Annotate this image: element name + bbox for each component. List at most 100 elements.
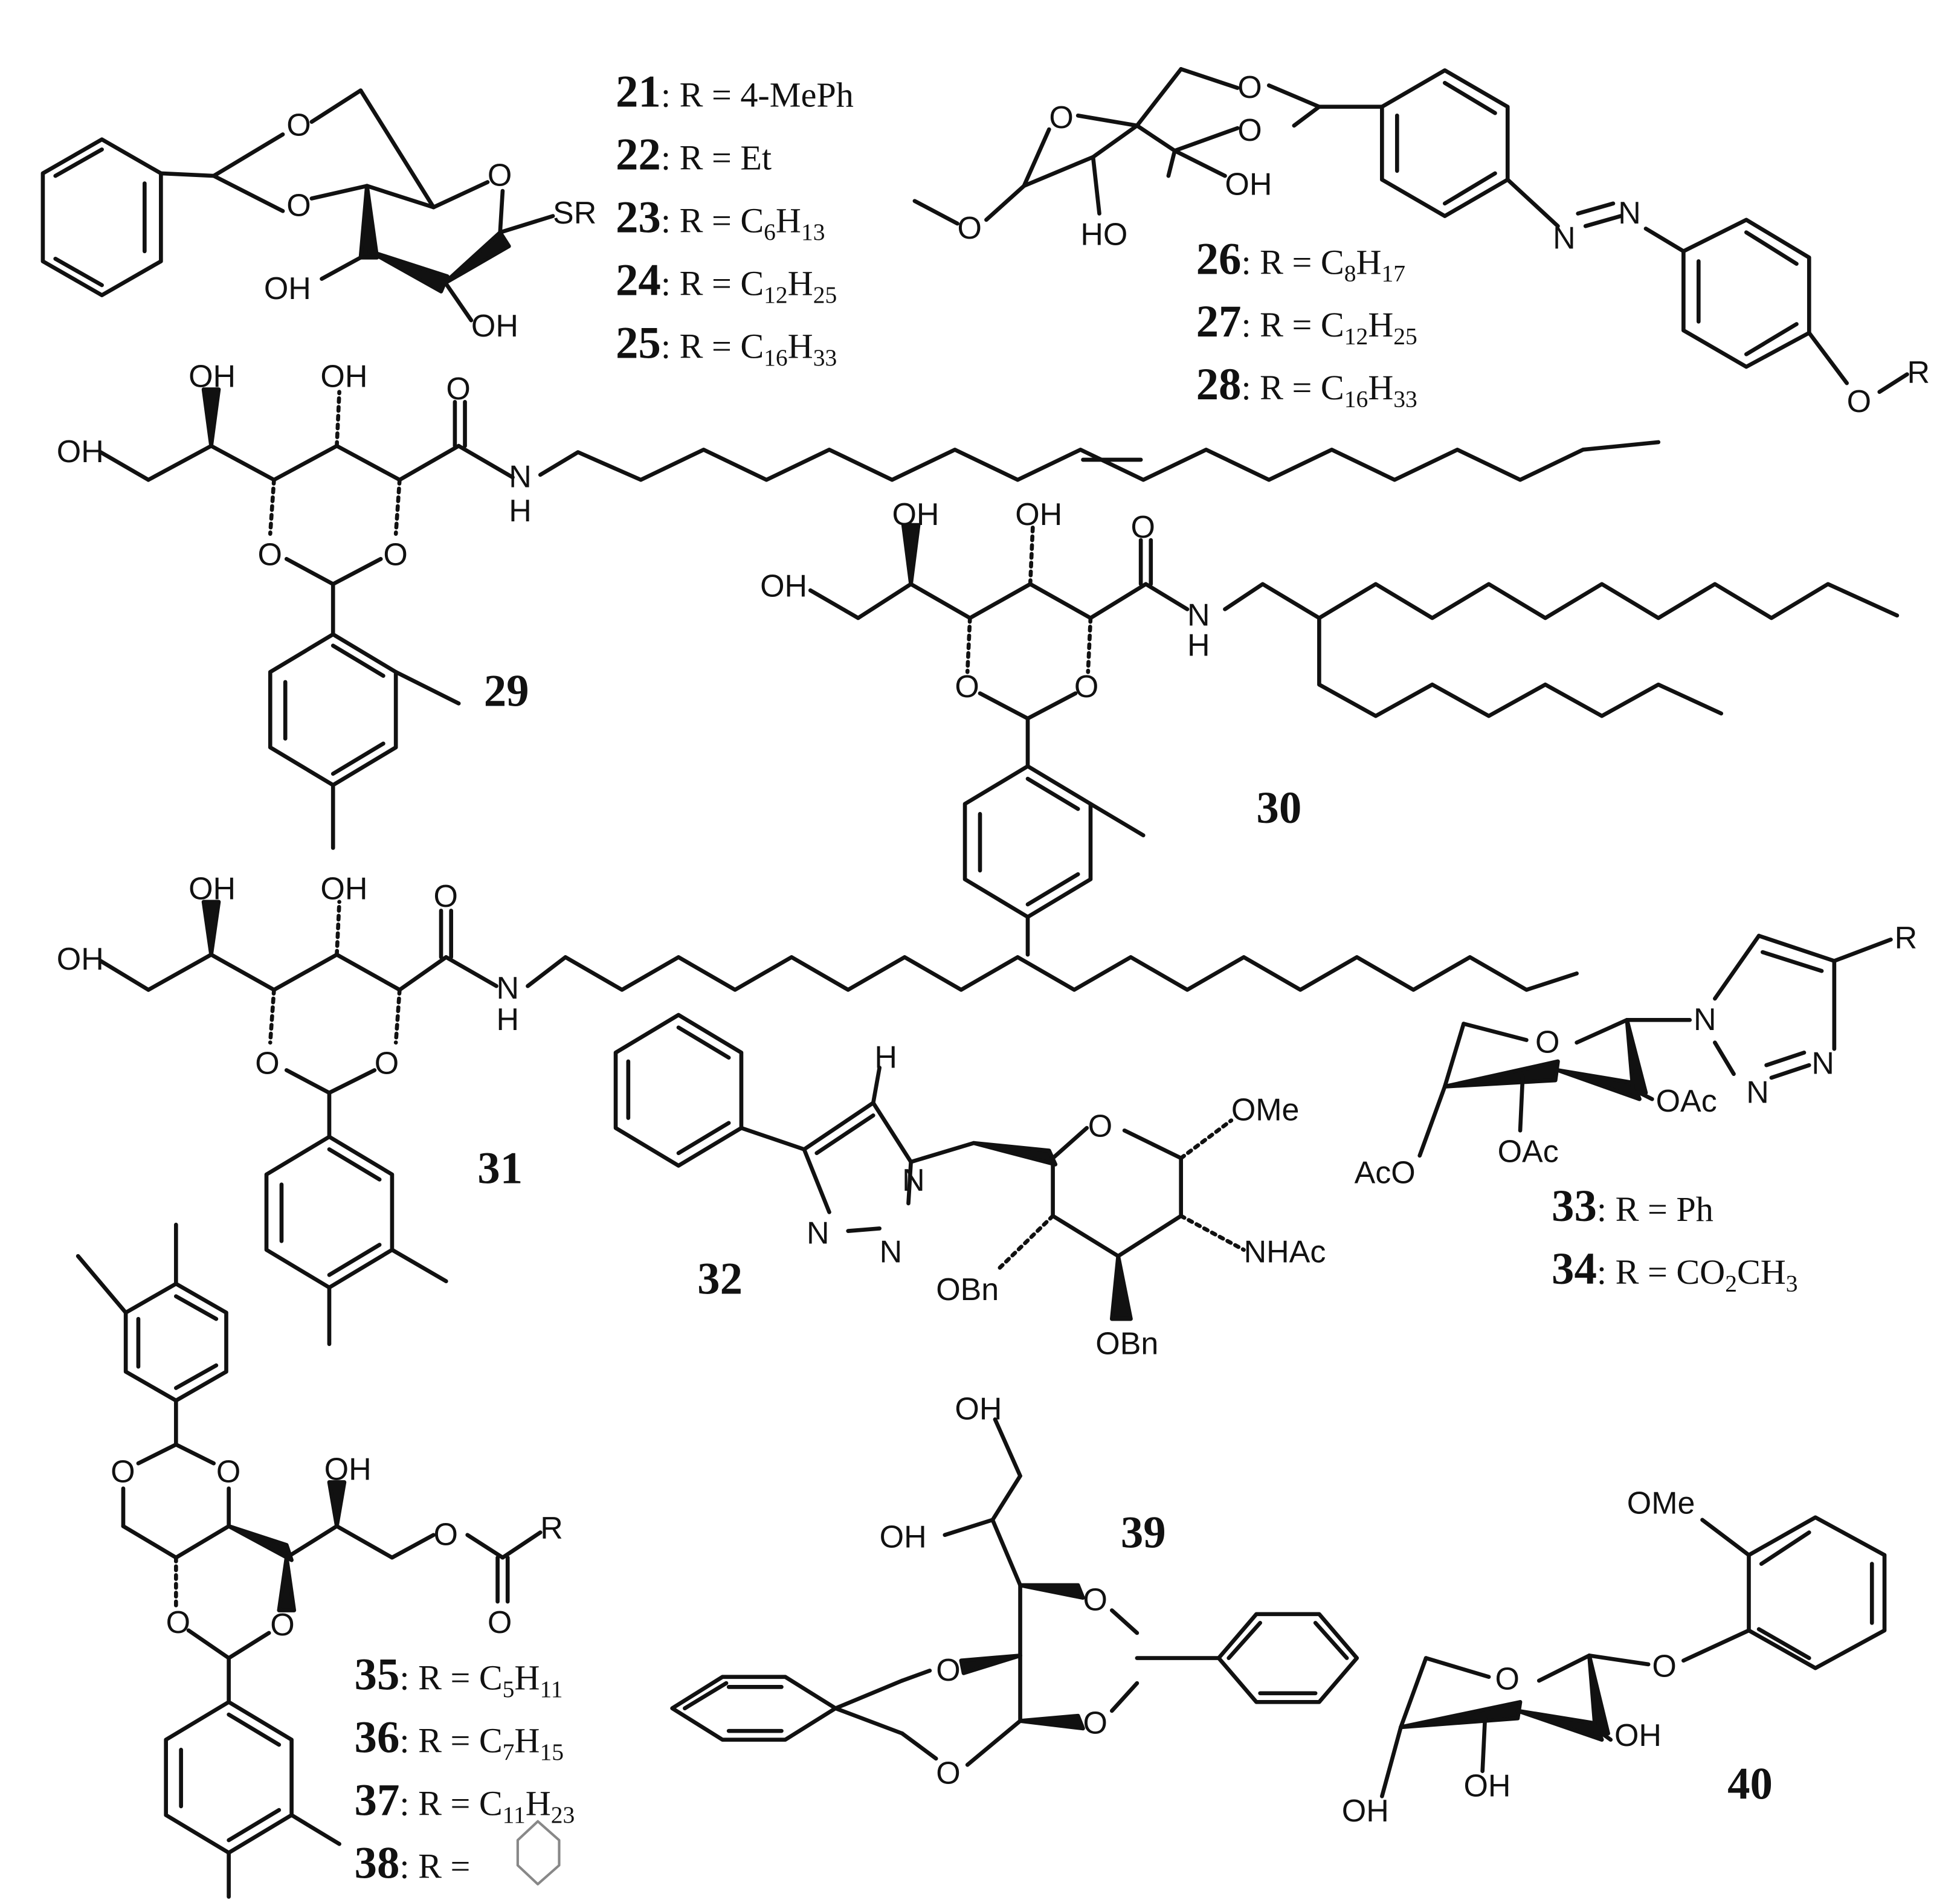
atom-n: N [902, 1163, 925, 1198]
atom-h: H [874, 1040, 897, 1075]
structure-40 [1380, 1515, 1887, 1798]
atom-o: O [111, 1454, 135, 1489]
atom-r: R [1895, 921, 1918, 956]
atom-n: N [497, 971, 520, 1006]
atom-o: O [255, 1046, 279, 1081]
atom-o: O [1088, 1109, 1112, 1144]
atom-oh: OH [320, 359, 367, 394]
compound-32-label: 32 [697, 1254, 743, 1304]
atom-oh: OH [57, 942, 104, 977]
atom-n: N [807, 1216, 830, 1251]
structure-35-38 [76, 1222, 561, 1899]
atom-oh: OH [189, 359, 236, 394]
atom-n: N [1746, 1075, 1769, 1110]
compound-34-label: 34: R = CO2CH3 [1552, 1244, 1798, 1296]
atom-aco: AcO [1355, 1156, 1416, 1191]
structure-26-28 [912, 67, 1909, 394]
atom-h: H [1187, 628, 1210, 663]
atom-oac: OAc [1656, 1084, 1717, 1119]
compound-37-label: 37: R = C11H23 [355, 1775, 575, 1827]
atom-h: H [509, 494, 532, 529]
atom-o: O [1083, 1705, 1107, 1740]
atom-o: O [446, 372, 470, 407]
atom-oh: OH [324, 1452, 372, 1487]
atom-n: N [1187, 597, 1210, 633]
atom-oh: OH [57, 434, 104, 469]
atom-n: N [1553, 221, 1576, 256]
atom-n: N [880, 1235, 903, 1270]
atom-o: O [488, 158, 512, 193]
compound-labels: 21: R = 4-MePh 22: R = Et 23: R = C6H13 … [355, 67, 1798, 1889]
atom-o: O [375, 1046, 399, 1081]
compound-25-label: 25: R = C16H33 [616, 318, 837, 371]
compound-39-label: 39 [1121, 1508, 1166, 1558]
compound-38-label: 38: R = [355, 1838, 471, 1888]
atom-nhac: NHAc [1244, 1235, 1326, 1270]
compound-36-label: 36: R = C7H15 [355, 1712, 564, 1765]
structure-33-34 [1417, 933, 1893, 1158]
atom-oh: OH [892, 497, 939, 532]
atom-o: O [286, 188, 311, 224]
atom-r: R [1907, 355, 1930, 390]
atom-o: O [1237, 113, 1262, 148]
atom-n: N [1694, 1002, 1717, 1037]
atom-o: O [1074, 669, 1098, 704]
compound-33-label: 33: R = Ph [1552, 1181, 1713, 1231]
atom-ome: OMe [1627, 1486, 1695, 1521]
atom-n: N [1811, 1046, 1834, 1081]
atom-o: O [1083, 1583, 1107, 1618]
compound-24-label: 24: R = C12H25 [616, 256, 837, 308]
atom-oh: OH [264, 271, 311, 306]
compound-27-label: 27: R = C12H25 [1196, 297, 1417, 349]
atom-o: O [1535, 1025, 1559, 1060]
structure-29 [98, 387, 1661, 850]
atom-o: O [1847, 384, 1871, 419]
compound-21-label: 21: R = 4-MePh [616, 67, 854, 117]
compound-40-label: 40 [1727, 1759, 1773, 1809]
atom-oh: OH [760, 569, 807, 604]
compound-31-label: 31 [477, 1144, 523, 1194]
atom-oh: OH [1015, 497, 1062, 532]
compound-23-label: 23: R = C6H13 [616, 193, 825, 245]
atom-o: O [434, 1517, 458, 1552]
structure-39 [670, 1417, 1359, 1767]
atom-ome: OMe [1231, 1093, 1300, 1128]
atom-o: O [955, 669, 979, 704]
atom-o: O [958, 211, 982, 246]
atom-o: O [936, 1756, 960, 1791]
atom-o: O [286, 108, 311, 143]
atom-oh: OH [955, 1392, 1002, 1427]
atom-oh: OH [471, 309, 518, 344]
structure-21-25 [40, 88, 555, 323]
atom-labels: O O O SR OH OH O O O O OH HO N N O R OH … [57, 70, 1930, 1829]
atom-oh: OH [880, 1520, 927, 1555]
atom-n: N [1618, 196, 1641, 231]
structure-31 [98, 900, 1579, 1347]
atom-o: O [1131, 510, 1155, 545]
atom-oh: OH [1463, 1768, 1510, 1803]
atom-o: O [434, 879, 458, 914]
atom-obn: OBn [1095, 1326, 1158, 1361]
atom-o: O [270, 1608, 294, 1643]
atom-o: O [216, 1454, 240, 1489]
compound-35-label: 35: R = C5H11 [355, 1650, 563, 1702]
atom-o: O [1237, 70, 1262, 105]
atom-o: O [1049, 100, 1073, 135]
atom-oh: OH [320, 872, 367, 907]
compound-30-label: 30 [1256, 783, 1301, 833]
atom-o: O [936, 1653, 960, 1688]
compound-29-label: 29 [484, 666, 529, 716]
atom-oh: OH [1225, 167, 1272, 202]
atom-n: N [509, 460, 532, 495]
atom-r: R [540, 1511, 563, 1546]
structure-32 [613, 1013, 1246, 1321]
atom-sr: SR [553, 196, 596, 231]
atom-oac: OAc [1498, 1134, 1559, 1169]
atom-o: O [166, 1605, 190, 1640]
atom-o: O [488, 1605, 512, 1640]
atom-o: O [1495, 1662, 1519, 1697]
atom-h: H [497, 1002, 520, 1037]
atom-o: O [1652, 1649, 1676, 1684]
atom-oh: OH [1614, 1718, 1662, 1753]
